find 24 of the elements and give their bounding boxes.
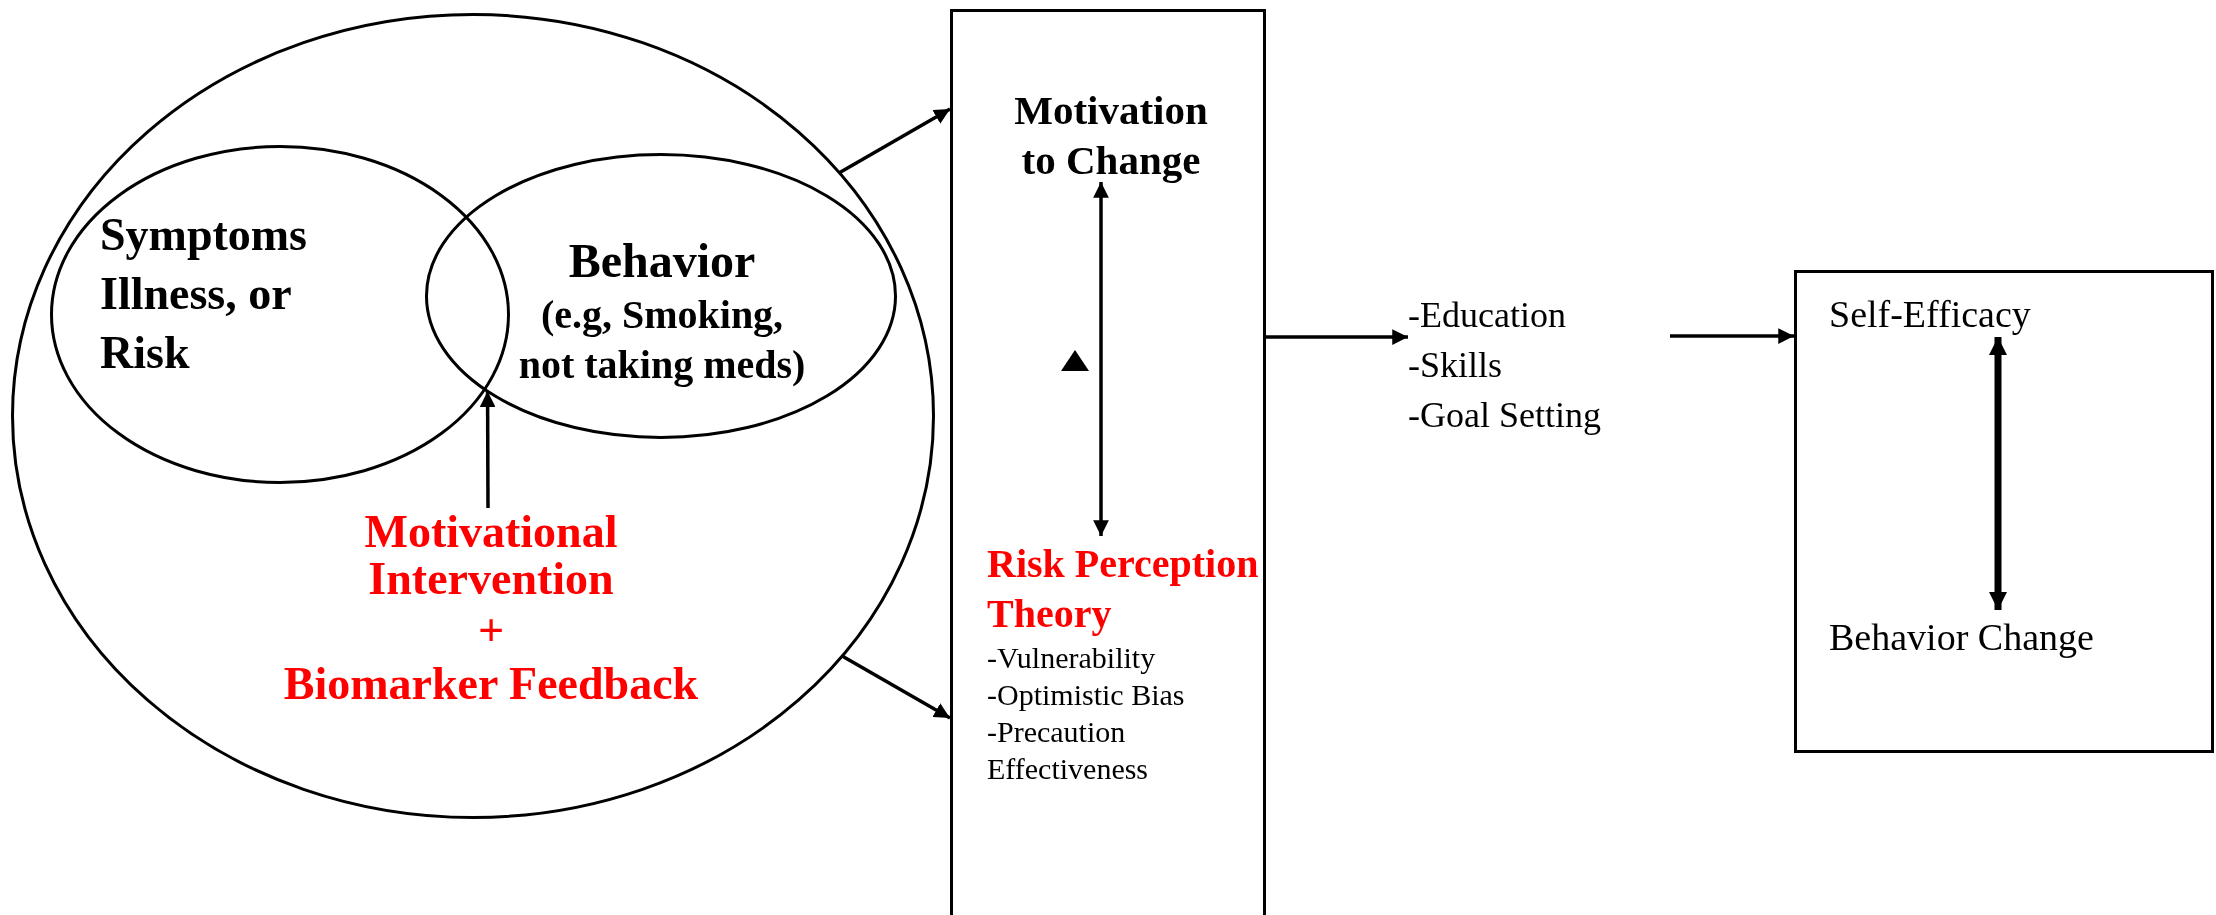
arrow <box>838 107 951 175</box>
list-item: -Goal Setting <box>1408 394 1602 437</box>
arrow <box>1093 182 1109 536</box>
box-label: Behavior Change <box>1829 615 2095 660</box>
ellipse-label: (e.g, Smoking, not taking meds) <box>517 291 807 389</box>
box-heading: Motivation to Change <box>1013 86 1209 185</box>
list-item: -Precaution Effectiveness <box>987 714 1150 787</box>
list-item: -Skills <box>1408 344 1504 387</box>
arrow <box>1670 328 1794 344</box>
arrow <box>479 391 496 508</box>
frame-box <box>950 9 1266 915</box>
theory-heading: Risk Perception Theory <box>987 540 1260 638</box>
ellipse-label: Symptoms Illness, or Risk <box>100 208 309 380</box>
list-item: -Education <box>1408 294 1567 337</box>
arrow <box>1266 329 1408 345</box>
intervention-label: Biomarker Feedback <box>282 660 700 707</box>
arrow <box>841 654 951 720</box>
list-item: -Optimistic Bias <box>987 677 1186 713</box>
list-item: -Vulnerability <box>987 640 1157 676</box>
frame-box <box>1794 270 2214 753</box>
intervention-label: Motivational Intervention <box>363 508 619 602</box>
box-label: Self-Efficacy <box>1829 292 2032 337</box>
plus-sign: + <box>476 604 506 658</box>
ellipse-heading: Behavior <box>567 233 757 289</box>
